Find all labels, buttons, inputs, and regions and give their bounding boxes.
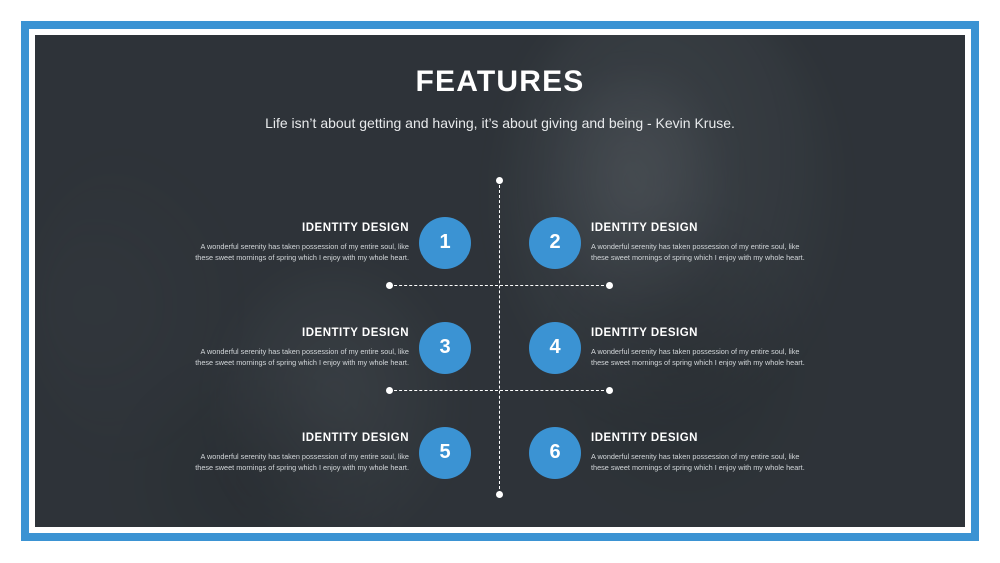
connector-dot-row1-left bbox=[386, 282, 393, 289]
feature-item-4[interactable]: 4 IDENTITY DESIGN A wonderful serenity h… bbox=[500, 321, 965, 374]
feature-text-1: IDENTITY DESIGN A wonderful serenity has… bbox=[181, 222, 409, 263]
features-grid: IDENTITY DESIGN A wonderful serenity has… bbox=[35, 190, 965, 505]
dark-overlay bbox=[35, 35, 965, 527]
feature-number-badge[interactable]: 3 bbox=[419, 321, 471, 374]
horizontal-dashed-line-2 bbox=[389, 390, 609, 391]
feature-item-3[interactable]: IDENTITY DESIGN A wonderful serenity has… bbox=[35, 321, 500, 374]
feature-heading: IDENTITY DESIGN bbox=[302, 327, 409, 339]
feature-heading: IDENTITY DESIGN bbox=[591, 327, 698, 339]
connector-dot-top bbox=[496, 177, 503, 184]
vertical-dashed-line bbox=[499, 180, 500, 494]
feature-body: A wonderful serenity has taken possessio… bbox=[195, 347, 409, 367]
feature-number-badge[interactable]: 6 bbox=[529, 426, 581, 479]
feature-text-4: IDENTITY DESIGN A wonderful serenity has… bbox=[591, 327, 819, 368]
feature-row: IDENTITY DESIGN A wonderful serenity has… bbox=[35, 190, 965, 295]
connector-dot-row1-right bbox=[606, 282, 613, 289]
feature-heading: IDENTITY DESIGN bbox=[591, 432, 698, 444]
feature-number-badge[interactable]: 1 bbox=[419, 216, 471, 269]
feature-row: IDENTITY DESIGN A wonderful serenity has… bbox=[35, 295, 965, 400]
feature-number-badge[interactable]: 2 bbox=[529, 216, 581, 269]
feature-item-2[interactable]: 2 IDENTITY DESIGN A wonderful serenity h… bbox=[500, 216, 965, 269]
connector-dot-row2-right bbox=[606, 387, 613, 394]
feature-body: A wonderful serenity has taken possessio… bbox=[591, 347, 805, 367]
page-title: FEATURES bbox=[415, 65, 585, 98]
slide-outer-frame: FEATURES Life isn’t about getting and ha… bbox=[21, 21, 979, 541]
feature-body: A wonderful serenity has taken possessio… bbox=[591, 452, 805, 472]
connector-lines bbox=[35, 35, 965, 527]
feature-body: A wonderful serenity has taken possessio… bbox=[591, 242, 805, 262]
feature-heading: IDENTITY DESIGN bbox=[302, 222, 409, 234]
slide-header: FEATURES Life isn’t about getting and ha… bbox=[35, 65, 965, 131]
slide-inner-white-gap: FEATURES Life isn’t about getting and ha… bbox=[29, 29, 971, 533]
feature-item-6[interactable]: 6 IDENTITY DESIGN A wonderful serenity h… bbox=[500, 426, 965, 479]
feature-text-6: IDENTITY DESIGN A wonderful serenity has… bbox=[591, 432, 819, 473]
feature-row: IDENTITY DESIGN A wonderful serenity has… bbox=[35, 400, 965, 505]
feature-text-2: IDENTITY DESIGN A wonderful serenity has… bbox=[591, 222, 819, 263]
feature-number-badge[interactable]: 4 bbox=[529, 321, 581, 374]
connector-dot-bottom bbox=[496, 491, 503, 498]
feature-number-badge[interactable]: 5 bbox=[419, 426, 471, 479]
feature-text-5: IDENTITY DESIGN A wonderful serenity has… bbox=[181, 432, 409, 473]
feature-body: A wonderful serenity has taken possessio… bbox=[195, 452, 409, 472]
feature-item-5[interactable]: IDENTITY DESIGN A wonderful serenity has… bbox=[35, 426, 500, 479]
feature-text-3: IDENTITY DESIGN A wonderful serenity has… bbox=[181, 327, 409, 368]
feature-heading: IDENTITY DESIGN bbox=[591, 222, 698, 234]
horizontal-dashed-line-1 bbox=[389, 285, 609, 286]
feature-item-1[interactable]: IDENTITY DESIGN A wonderful serenity has… bbox=[35, 216, 500, 269]
slide-subtitle: Life isn’t about getting and having, it’… bbox=[265, 115, 735, 131]
connector-dot-row2-left bbox=[386, 387, 393, 394]
slide-canvas: FEATURES Life isn’t about getting and ha… bbox=[35, 35, 965, 527]
feature-body: A wonderful serenity has taken possessio… bbox=[195, 242, 409, 262]
feature-heading: IDENTITY DESIGN bbox=[302, 432, 409, 444]
